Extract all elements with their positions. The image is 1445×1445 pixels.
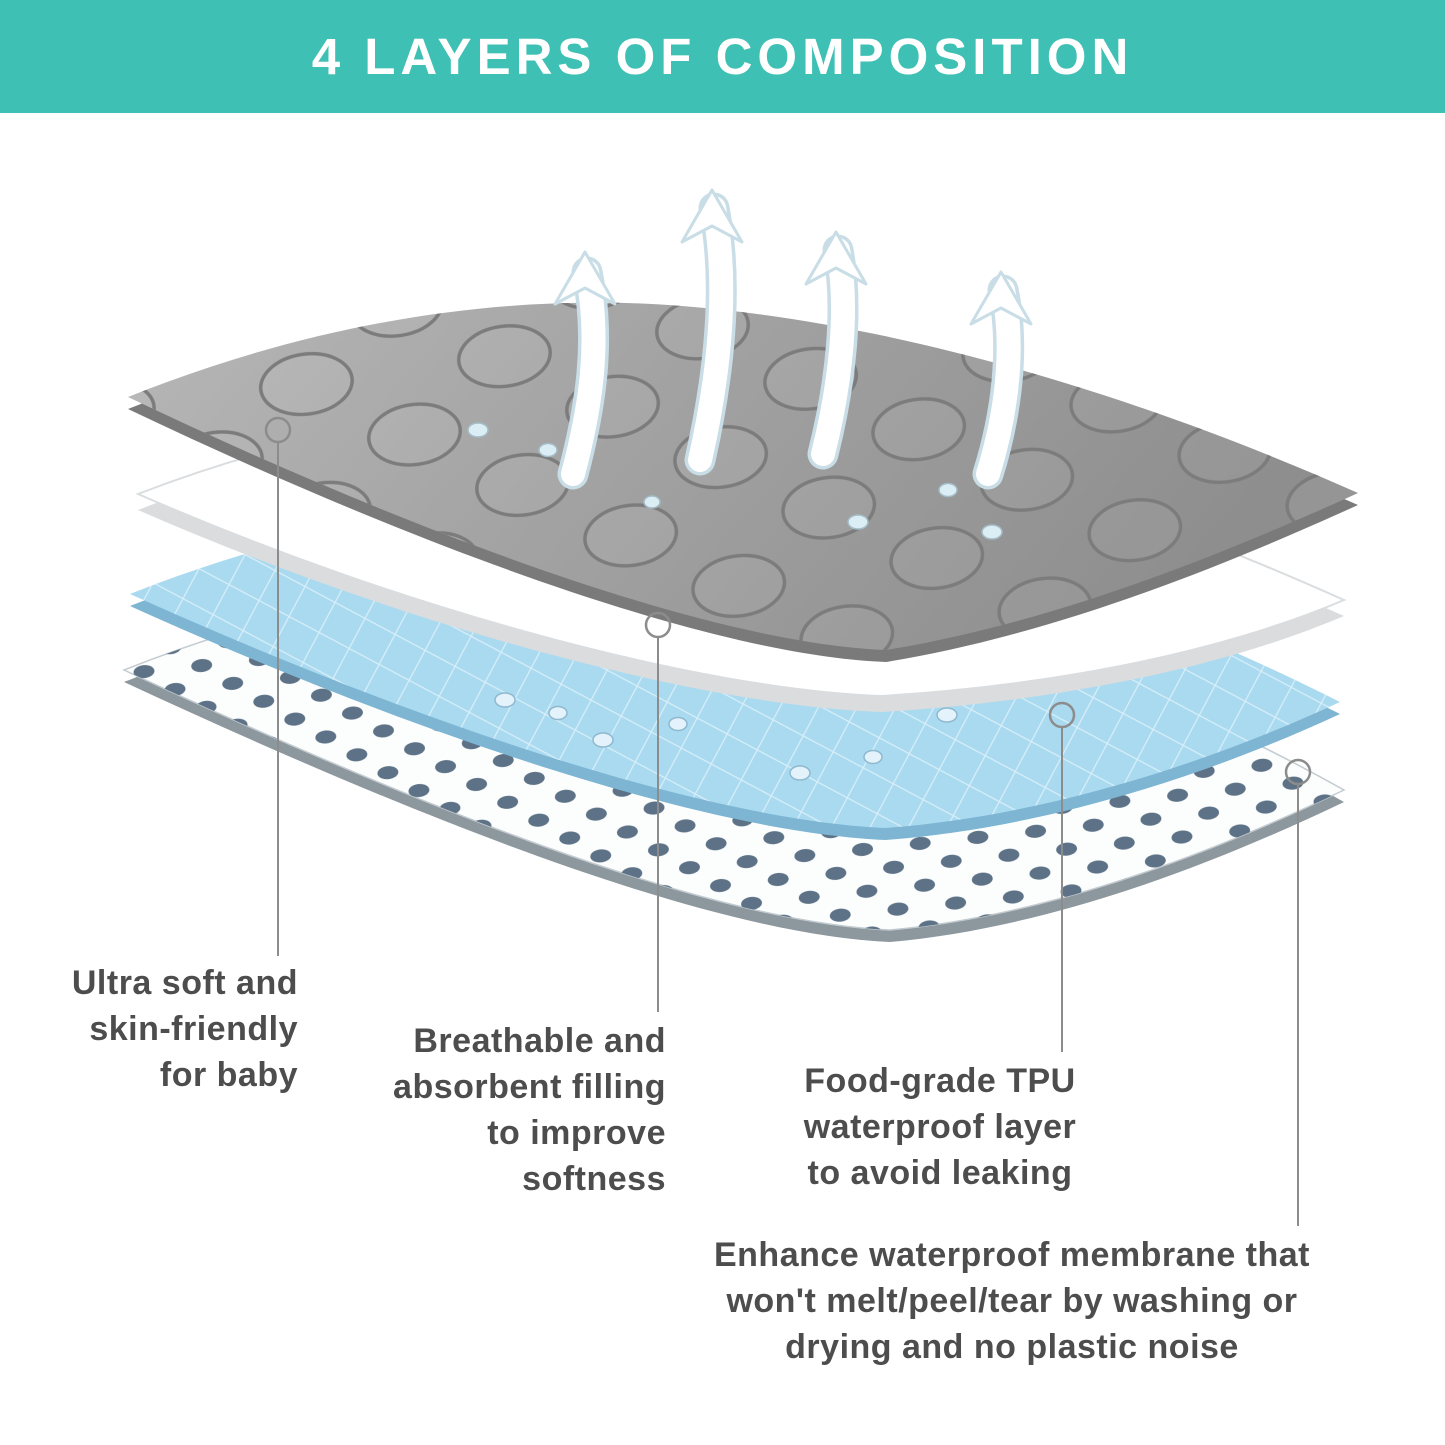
label-line: skin-friendly (89, 1010, 298, 1048)
water-droplet-icon (467, 422, 489, 438)
label-line: drying and no plastic noise (785, 1328, 1239, 1366)
water-droplet-icon (863, 749, 883, 765)
label-line: Ultra soft and (71, 964, 298, 1002)
quilt-texture (128, 302, 1358, 650)
water-droplets-top (467, 422, 1003, 540)
airflow-arrow-icon (553, 250, 617, 490)
label-line: absorbent filling (393, 1068, 666, 1106)
callouts (264, 416, 1312, 1226)
banner: 4 LAYERS OF COMPOSITION (0, 0, 1445, 113)
water-droplet-icon (789, 765, 811, 781)
water-droplet-icon (847, 514, 869, 530)
label-line: Enhance waterproof membrane that (713, 1236, 1310, 1274)
airflow-arrow-icon (804, 230, 868, 470)
callout-label-filling-layer: Breathable and absorbent filling to impr… (340, 1018, 666, 1202)
label-line: won't melt/peel/tear by washing or (726, 1282, 1298, 1320)
callout-label-quilted-layer: Ultra soft and skin-friendly for baby (18, 960, 298, 1098)
label-line: to avoid leaking (807, 1154, 1073, 1192)
water-droplet-icon (936, 707, 958, 723)
water-droplet-icon (643, 495, 661, 509)
water-droplet-icon (548, 705, 568, 721)
callout-label-membrane-layer: Enhance waterproof membrane that won't m… (652, 1232, 1372, 1370)
water-droplet-icon (981, 524, 1003, 540)
callout-label-tpu-layer: Food-grade TPU waterproof layer to avoid… (768, 1058, 1112, 1196)
water-droplet-icon (592, 732, 614, 748)
label-line: for baby (159, 1056, 298, 1094)
label-line: Breathable and (413, 1022, 666, 1060)
water-droplet-icon (538, 442, 558, 458)
airflow-arrow-icon (680, 188, 744, 476)
quilted-layer (128, 302, 1358, 662)
label-line: waterproof layer (803, 1108, 1077, 1146)
water-droplet-icon (668, 716, 688, 732)
banner-title: 4 LAYERS OF COMPOSITION (311, 28, 1134, 85)
water-droplet-icon (494, 692, 516, 708)
airflow-arrows (553, 188, 1033, 490)
label-line: Food-grade TPU (804, 1062, 1076, 1100)
water-droplets-blue (494, 692, 958, 781)
water-droplet-icon (938, 482, 958, 498)
label-line: to improve softness (487, 1114, 666, 1198)
airflow-arrow-icon (969, 270, 1033, 490)
